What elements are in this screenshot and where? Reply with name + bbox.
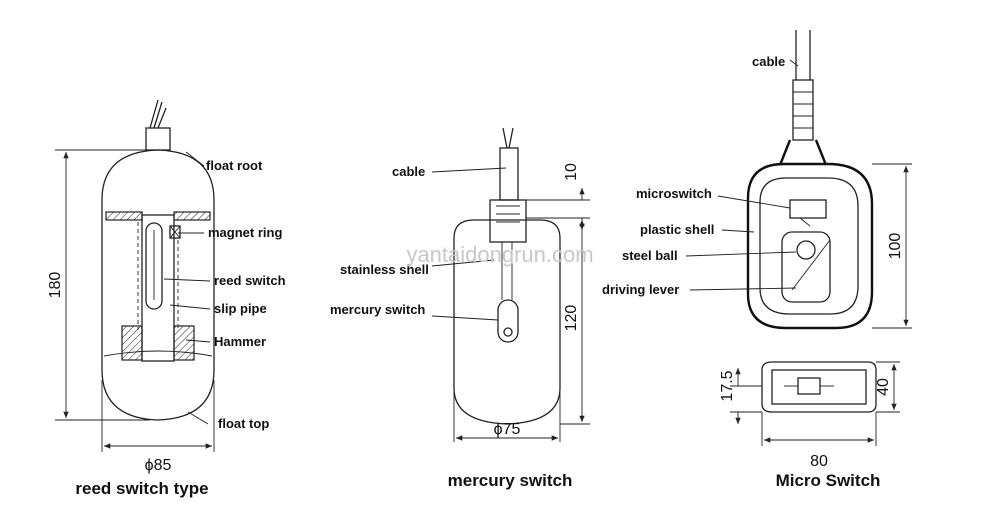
micro-caption: Micro Switch [776, 471, 881, 490]
mercury-label-stainless-shell: stainless shell [340, 262, 429, 277]
mercury-label-mercury-switch: mercury switch [330, 302, 425, 317]
reed-dim-diameter: ϕ85 [145, 457, 172, 474]
watermark: yantaidongrun.com [406, 242, 593, 267]
reed-label-float-top: float top [218, 416, 269, 431]
mercury-dim-height: 120 [563, 305, 580, 332]
reed-label-hammer: Hammer [214, 334, 266, 349]
micro-dim-width: 80 [810, 453, 828, 470]
reed-caption: reed switch type [75, 479, 208, 498]
micro-label-driving-lever: driving lever [602, 282, 679, 297]
reed-label-float-root: float root [206, 158, 263, 173]
micro-switch-drawing [685, 30, 912, 446]
micro-dim-height: 100 [887, 233, 904, 260]
mercury-dim-diameter: ϕ75 [494, 421, 521, 438]
micro-dim-thickness: 40 [875, 378, 892, 396]
mercury-switch-drawing [431, 127, 590, 442]
reed-label-magnet-ring: magnet ring [208, 225, 282, 240]
micro-label-cable: cable [752, 54, 785, 69]
mercury-caption: mercury switch [448, 471, 573, 490]
reed-label-slip-pipe: slip pipe [214, 301, 267, 316]
mercury-label-cable: cable [392, 164, 425, 179]
reed-label-reed-switch: reed switch [214, 273, 286, 288]
micro-label-plastic-shell: plastic shell [640, 222, 714, 237]
micro-label-steel-ball: steel ball [622, 248, 678, 263]
reed-dim-height: 180 [47, 272, 64, 299]
reed-switch-drawing [55, 99, 215, 452]
micro-label-microswitch: microswitch [636, 186, 712, 201]
micro-dim-offset: 17.5 [719, 370, 736, 401]
mercury-dim-top: 10 [563, 163, 580, 181]
